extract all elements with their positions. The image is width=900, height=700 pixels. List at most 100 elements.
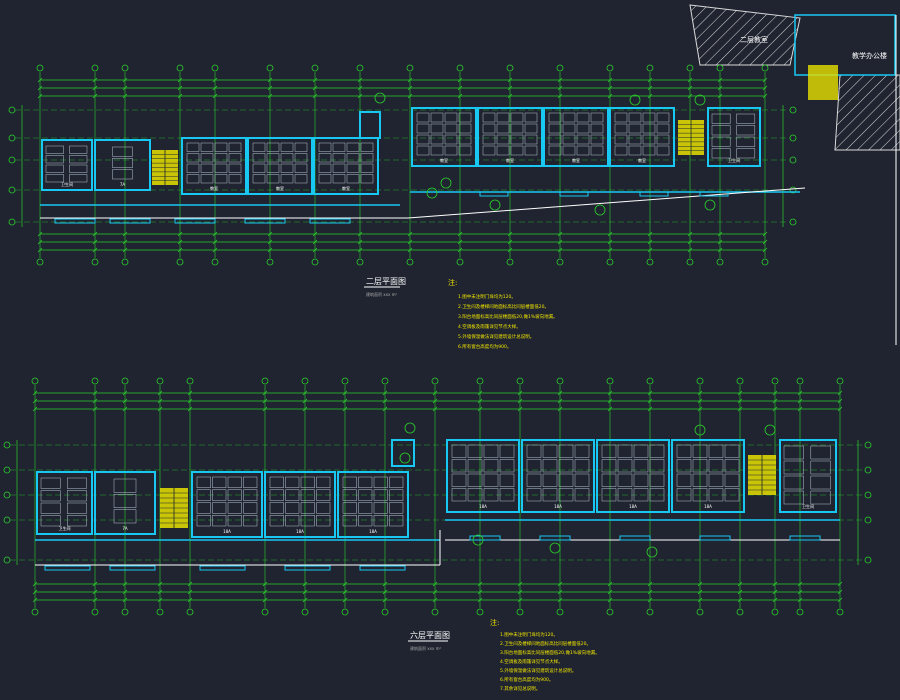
- desk: [576, 123, 590, 134]
- dimension-tick: [772, 398, 778, 404]
- dimension-tick: [697, 589, 703, 595]
- axis-bubble: [456, 64, 464, 72]
- desk: [269, 515, 284, 527]
- desk: [676, 444, 692, 458]
- axis-bubble: [796, 608, 804, 616]
- axis-bubble: [686, 258, 694, 266]
- window: [244, 218, 286, 224]
- room-label: 18A: [629, 504, 637, 509]
- desk: [294, 142, 308, 152]
- desk: [212, 489, 227, 501]
- axis-bubble: [864, 441, 872, 449]
- dimension-tick: [517, 390, 523, 396]
- dimension-tick: [177, 239, 183, 245]
- desk: [294, 163, 308, 173]
- room-label: 教室: [210, 185, 218, 191]
- dimension-tick: [267, 231, 273, 237]
- desk: [628, 112, 642, 123]
- desk: [358, 476, 373, 488]
- axis-bubble: [176, 64, 184, 72]
- desk: [548, 123, 562, 134]
- dimension-tick: [312, 247, 318, 253]
- axis-bubble: [516, 377, 524, 385]
- dimension-tick: [37, 93, 43, 99]
- desk: [548, 134, 562, 145]
- dimension-tick: [357, 247, 363, 253]
- desk: [633, 444, 649, 458]
- axis-bubble: [36, 64, 44, 72]
- desk: [252, 163, 266, 173]
- axis-bubble: [476, 377, 484, 385]
- dimension-tick: [797, 398, 803, 404]
- axis-bubble: [716, 258, 724, 266]
- desk: [614, 112, 628, 123]
- desk: [656, 134, 670, 145]
- corner-label-2: 教学办公楼: [852, 51, 887, 60]
- room-wall: [707, 107, 761, 167]
- callout-bubble: [694, 94, 706, 106]
- desk: [332, 174, 346, 184]
- desk: [360, 142, 374, 152]
- dimension-tick: [122, 581, 128, 587]
- dimension-tick: [557, 406, 563, 412]
- callout-bubble: [629, 94, 641, 106]
- desk: [524, 145, 538, 156]
- axis-bubble: [456, 258, 464, 266]
- notes-upper-line-5: 5.外墙保温做法详见建筑设计总说明。: [458, 333, 534, 340]
- axis-bubble: [186, 608, 194, 616]
- dimension-tick: [157, 581, 163, 587]
- callout-bubble: [764, 424, 776, 436]
- notes-lower: 注: 1.图中未注明门垛均为120。 2.卫生间及楼梯间地面标高比同层楼面低20…: [490, 618, 600, 692]
- window: [54, 218, 96, 224]
- axis-bubble: [506, 64, 514, 72]
- dimension-tick: [797, 581, 803, 587]
- dimension-tick: [737, 406, 743, 412]
- wc-stall: [69, 145, 88, 154]
- wc-stall: [67, 515, 87, 527]
- dimension-tick: [122, 589, 128, 595]
- desk: [346, 163, 360, 173]
- axis-bubble: [311, 258, 319, 266]
- dimension-tick: [32, 398, 38, 404]
- corner-label-1: 二层教室: [740, 35, 768, 44]
- dimension-tick: [837, 581, 843, 587]
- dimension-tick: [177, 247, 183, 253]
- axis-bubble: [121, 377, 129, 385]
- dimension-tick: [382, 597, 388, 603]
- plan-title-upper: 二层平面图 建筑面积 xxx m²: [364, 277, 406, 297]
- dimension-tick: [737, 581, 743, 587]
- axis-bubble: [761, 258, 769, 266]
- desk: [243, 515, 258, 527]
- dimension-tick: [557, 597, 563, 603]
- axis-bubble: [606, 64, 614, 72]
- wc-stall: [40, 477, 61, 489]
- window: [469, 535, 501, 541]
- desk: [196, 502, 211, 514]
- notes-upper: 注: 1.图中未注明门垛均为120。 2.卫生间及楼梯间地面标高比同层楼面低20…: [448, 278, 558, 350]
- room-wall: [94, 471, 156, 535]
- axis-bubble: [516, 608, 524, 616]
- axis-bubble: [3, 556, 11, 564]
- wc-stall: [810, 475, 831, 490]
- desk: [656, 112, 670, 123]
- desk: [342, 489, 357, 501]
- axis-bubble: [836, 377, 844, 385]
- desk: [558, 488, 574, 502]
- desk: [633, 488, 649, 502]
- desk: [227, 502, 242, 514]
- desk: [280, 174, 294, 184]
- axis-bubble: [864, 466, 872, 474]
- desk: [300, 515, 315, 527]
- dimension-tick: [607, 239, 613, 245]
- desk: [196, 515, 211, 527]
- desk: [617, 473, 633, 487]
- dimension-tick: [342, 589, 348, 595]
- notes-upper-line-4: 4.空调板及雨篷详见节点大样。: [458, 323, 521, 330]
- callout-bubble: [404, 422, 416, 434]
- desk: [558, 459, 574, 473]
- axis-bubble: [266, 64, 274, 72]
- dimension-tick: [837, 597, 843, 603]
- dimension-tick: [122, 406, 128, 412]
- desk: [526, 473, 542, 487]
- desk: [318, 163, 332, 173]
